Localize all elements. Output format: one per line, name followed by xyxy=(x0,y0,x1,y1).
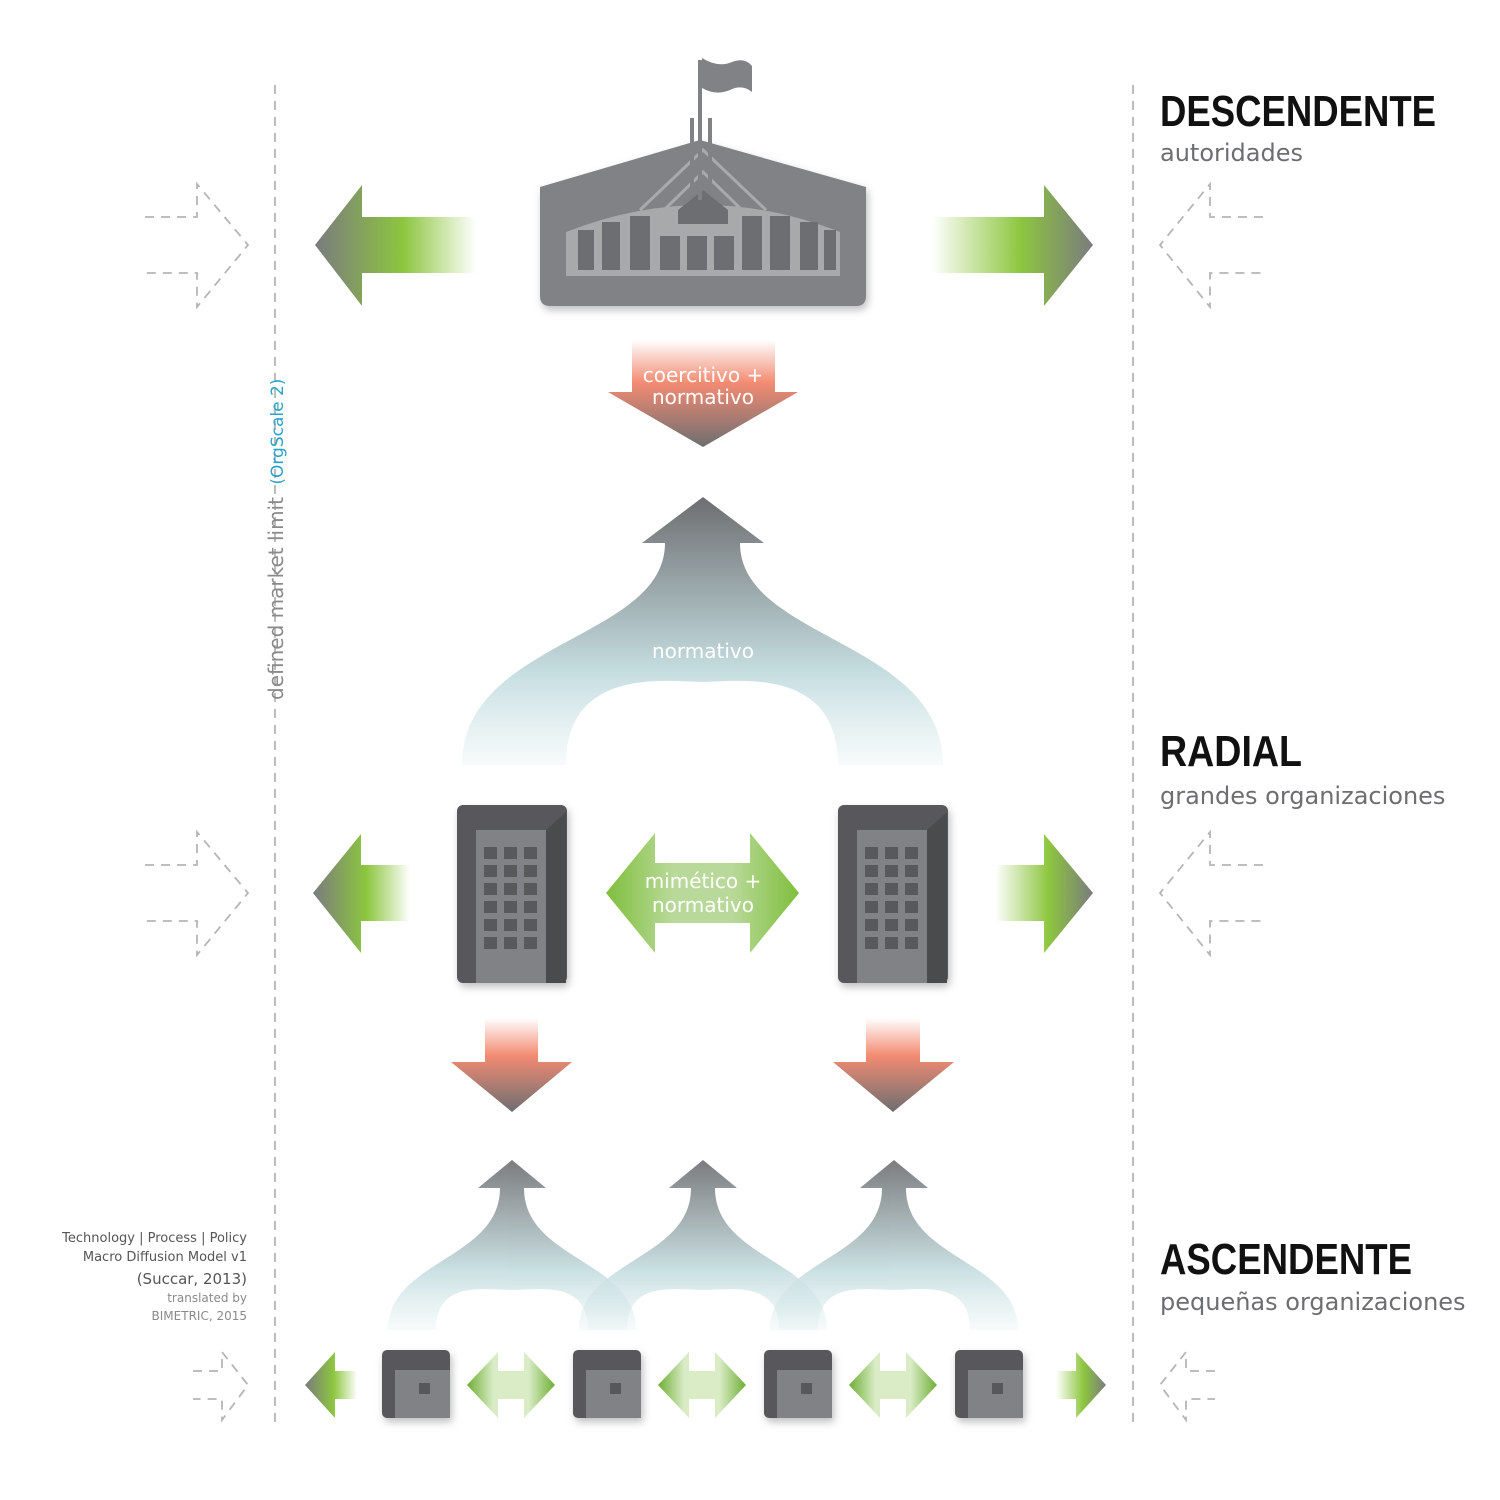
coercive-label-line1: coercitivo + xyxy=(643,363,763,387)
parliament-facade xyxy=(566,147,840,276)
up-flow-2 xyxy=(579,1160,827,1330)
large-org-left-details xyxy=(476,812,566,983)
level-middle-subtitle: grandes organizaciones xyxy=(1160,782,1445,810)
outward-arrow-right-bottom xyxy=(1056,1352,1106,1418)
incoming-arrow-right-middle xyxy=(1158,829,1263,958)
double-arrow-bottom-1 xyxy=(467,1352,555,1418)
credit-line-1: Technology | Process | Policy xyxy=(61,1231,247,1246)
small-organization-4-icon xyxy=(955,1350,1023,1418)
credit-line-3: (Succar, 2013) xyxy=(137,1270,247,1288)
credit-line-4: translated by xyxy=(167,1291,247,1305)
market-limit-label: defined market limit (OrgScale 2) xyxy=(264,379,288,700)
down-arrow-left xyxy=(451,1018,572,1112)
small-organization-3-icon xyxy=(764,1350,832,1418)
level-middle-title: RADIAL xyxy=(1160,727,1302,776)
flag-icon xyxy=(690,58,752,200)
up-flow-1 xyxy=(388,1160,636,1330)
credit-line-5: BIMETRIC, 2015 xyxy=(152,1309,247,1323)
double-arrow-bottom-2 xyxy=(658,1352,746,1418)
down-arrow-right xyxy=(833,1018,954,1112)
incoming-arrow-left-bottom xyxy=(193,1349,250,1423)
outward-arrow-right-middle xyxy=(995,834,1093,953)
normative-up-flow xyxy=(462,497,943,765)
small-organization-2-icon xyxy=(573,1350,641,1418)
bottom-up-flows xyxy=(388,1160,1018,1330)
mimetic-label-line2: normativo xyxy=(652,893,754,917)
outward-arrow-right-top xyxy=(932,185,1093,306)
mimetic-double-arrow xyxy=(606,833,799,953)
incoming-arrow-right-bottom xyxy=(1158,1349,1215,1423)
level-bottom-title: ASCENDENTE xyxy=(1160,1235,1412,1284)
credit-line-2: Macro Diffusion Model v1 xyxy=(83,1250,247,1265)
outward-arrow-left-middle xyxy=(313,834,410,953)
level-top-title: DESCENDENTE xyxy=(1160,87,1436,136)
up-flow-3 xyxy=(770,1160,1018,1330)
mimetic-label-line1: mimético + xyxy=(645,869,762,893)
double-arrow-bottom-3 xyxy=(849,1352,937,1418)
large-org-right-details xyxy=(857,812,947,983)
level-top-subtitle: autoridades xyxy=(1160,139,1303,167)
small-organization-1-icon xyxy=(382,1350,450,1418)
coercive-down-arrow xyxy=(608,340,798,447)
outward-arrow-left-bottom xyxy=(305,1352,357,1418)
coercive-label-line2: normativo xyxy=(652,385,754,409)
incoming-arrow-right-top xyxy=(1158,181,1263,310)
outward-arrow-left-top xyxy=(315,185,476,306)
incoming-arrow-left-top xyxy=(145,181,250,310)
level-bottom-subtitle: pequeñas organizaciones xyxy=(1160,1288,1466,1316)
normative-label: normativo xyxy=(652,639,754,663)
incoming-arrow-left-middle xyxy=(145,829,250,958)
